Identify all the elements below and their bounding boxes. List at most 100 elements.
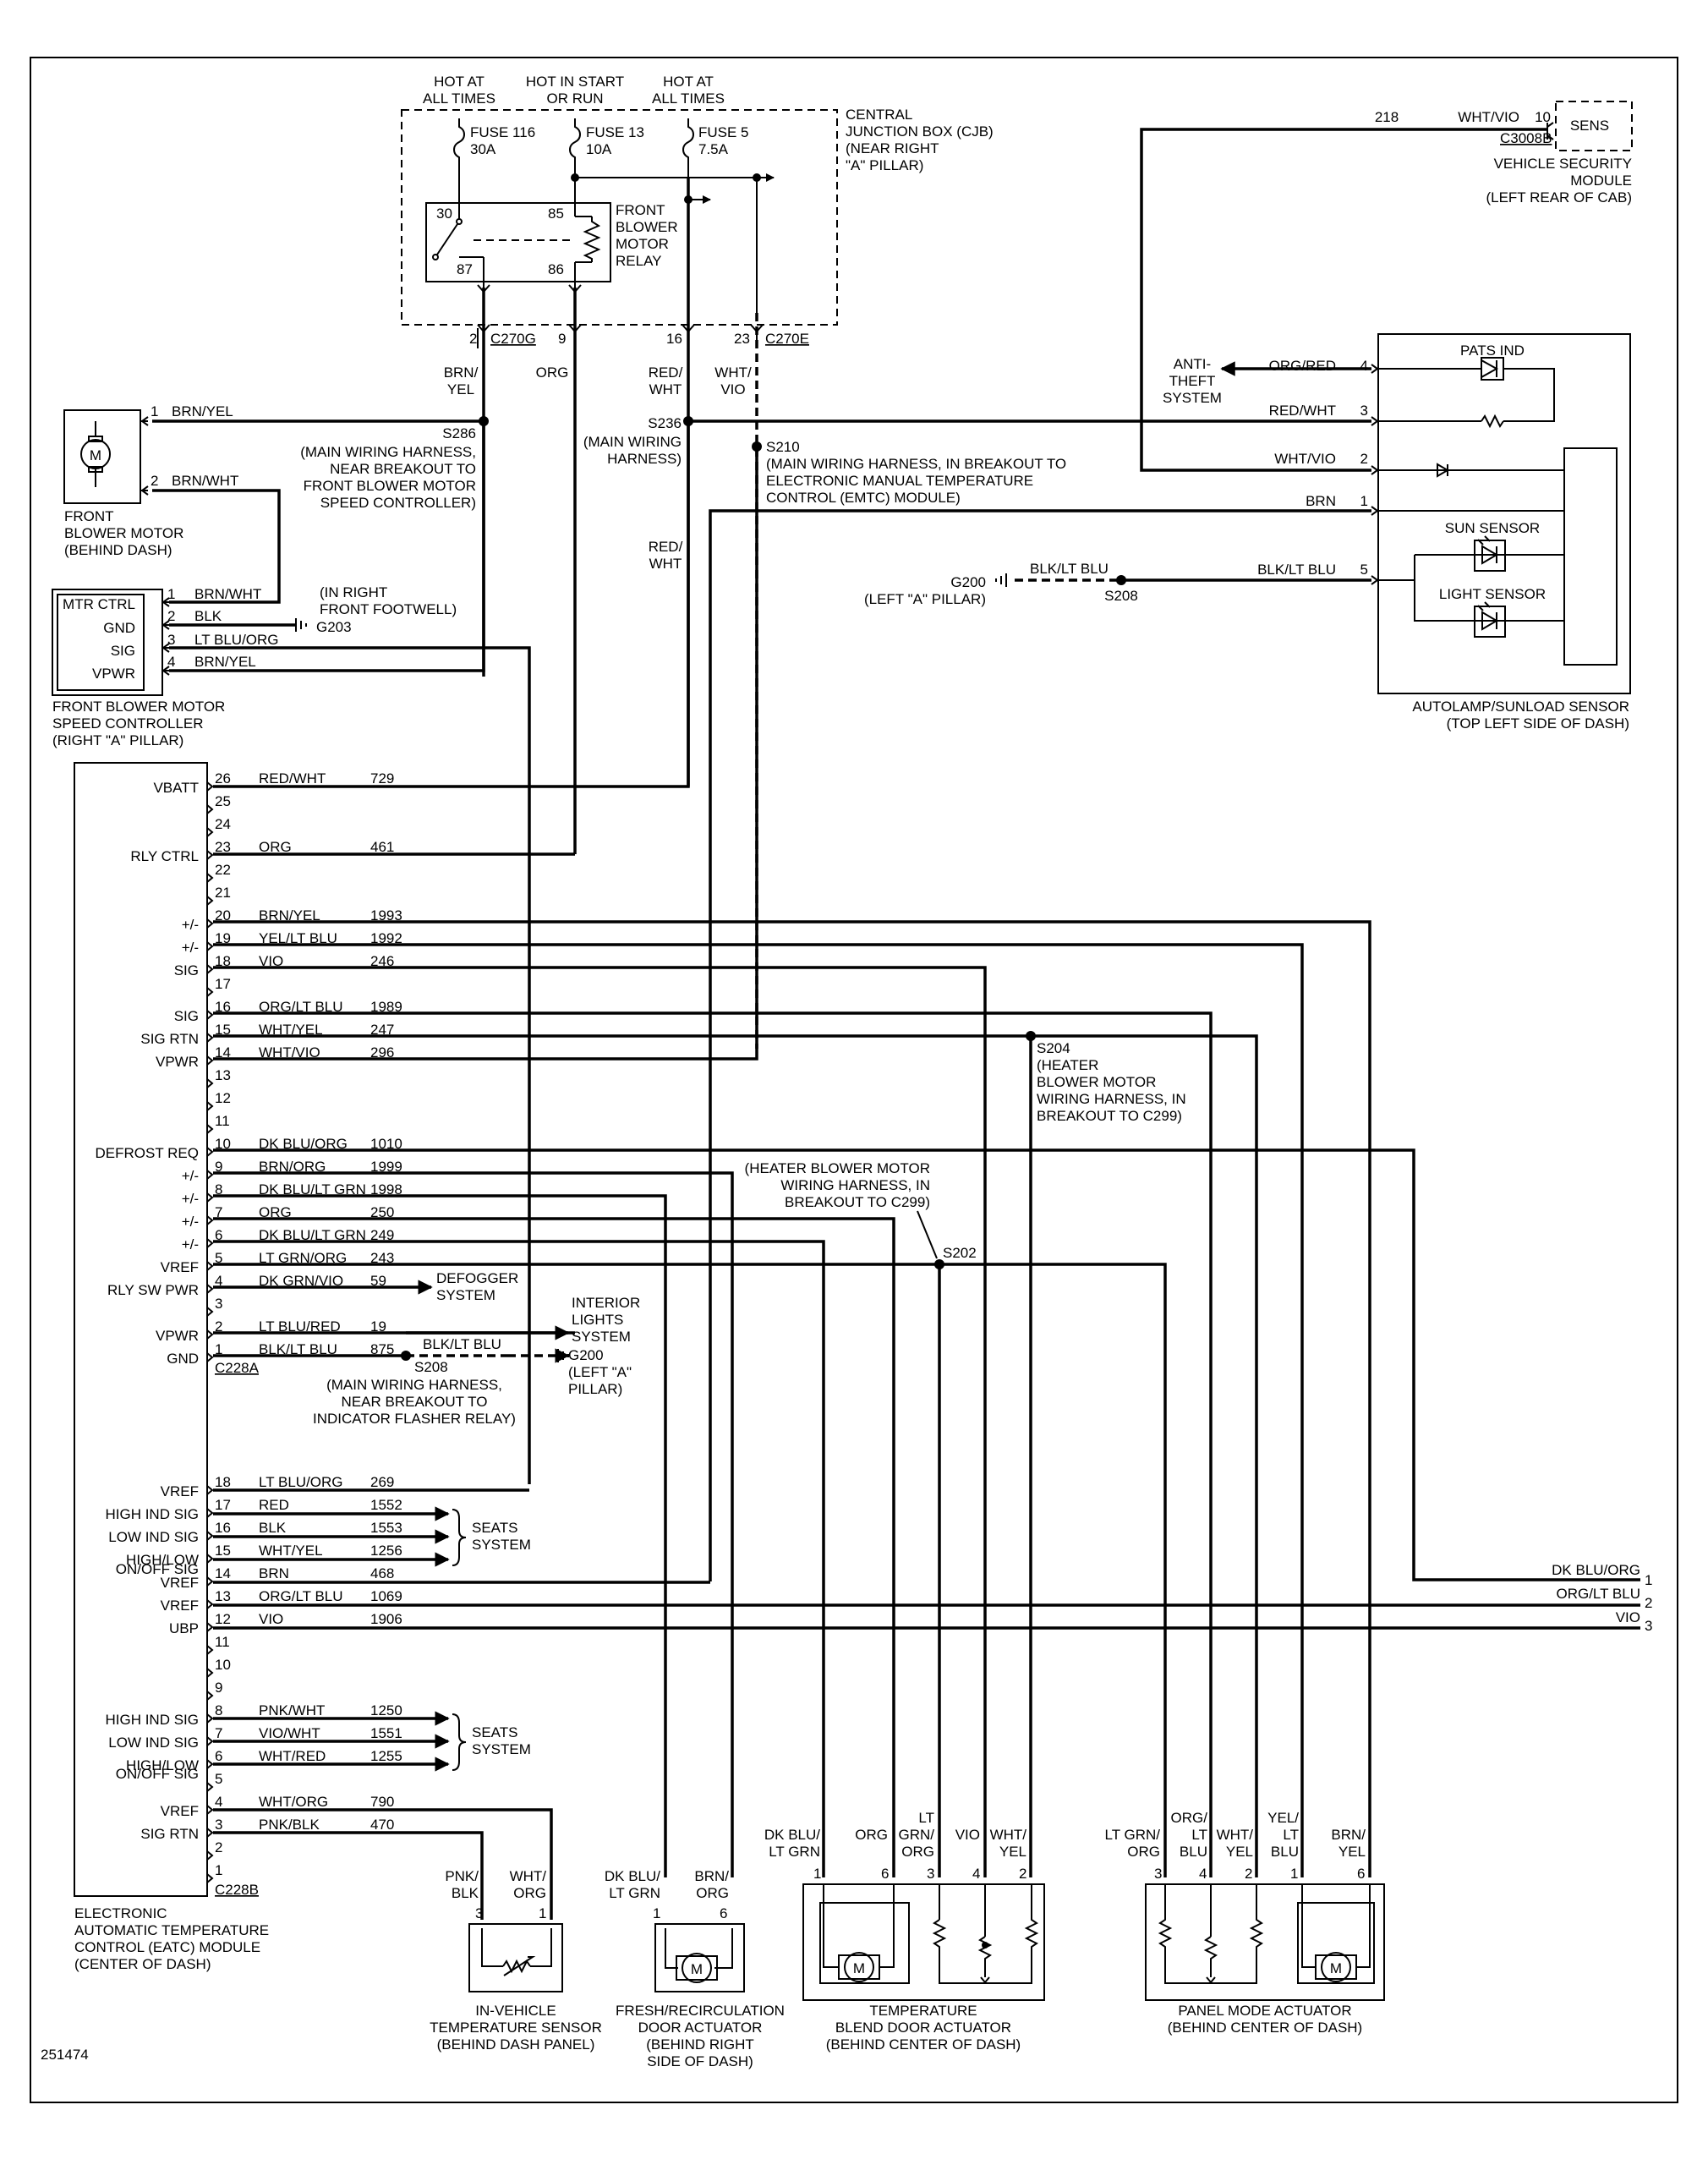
eatc-pin-row: 12 [206,1090,231,1111]
eatc-wire-color: BRN/YEL [259,907,320,924]
eatc-pin-row: 17 [206,976,231,997]
pm-pin-3: 3 [1154,1866,1162,1882]
s208-desc-1: (MAIN WIRING HARNESS, [326,1377,502,1393]
eatc-circuit-number: 269 [370,1474,394,1490]
eatc-pin-number: 11 [215,1634,230,1650]
eatc-pin-number: 23 [215,839,231,855]
eatc-wire-color: ORG/LT BLU [259,999,343,1015]
s202-desc-3: BREAKOUT TO C299) [785,1194,930,1210]
eatc-pin-number: 7 [215,1725,222,1741]
vsm-label-1: VEHICLE SECURITY [1494,156,1632,172]
eatc-pin-name: LOW IND SIG [108,1529,199,1545]
rc-pin-1: 1 [1645,1572,1652,1588]
fr-label-1: FRESH/RECIRCULATION [616,2003,785,2019]
s286-desc-2: NEAR BREAKOUT TO [330,461,476,477]
front-blower-motor-relay [425,202,611,282]
onoff-sig-2: ON/OFF SIG [116,1766,199,1782]
sc-pin-3: 3 [167,632,175,648]
sc-wire-4: BRN/YEL [194,654,256,670]
eatc-pin-number: 22 [215,862,231,878]
temperature-blend-door-actuator: M 1 6 3 4 2 DK BLU/ LT GRN ORG LT GRN/ O… [764,1810,1045,2053]
eatc-pin-name: RLY SW PWR [107,1282,199,1298]
eatc-pin-number: 1 [215,1862,222,1878]
s202-desc-1: (HEATER BLOWER MOTOR [745,1160,930,1176]
eatc-wire-color: ORG/LT BLU [259,1588,343,1604]
eatc-circuit-number: 247 [370,1022,394,1038]
document-number: 251474 [41,2047,89,2063]
eatc-pin-number: 3 [215,1296,222,1312]
eatc-pin-number: 16 [215,999,231,1015]
relay-pin-86: 86 [548,261,564,277]
g200-upper-label: G200 [950,574,986,590]
cjb-header-1b: ALL TIMES [423,90,495,107]
eatc-circuit-number: 1010 [370,1136,402,1152]
eatc-wire-color: RED [259,1497,289,1513]
vsm-pin: 10 [1535,109,1551,125]
eatc-pin-number: 5 [215,1250,222,1266]
eatc-circuit-number: 1552 [370,1497,402,1513]
bl-pin-2: 2 [1019,1866,1026,1882]
eatc-pin-number: 24 [215,816,231,832]
diagram-border [30,57,1678,2103]
fr-wire-6b: ORG [696,1885,729,1901]
s286-desc-1: (MAIN WIRING HARNESS, [300,444,476,460]
motor-symbol-4: M [1330,1960,1342,1976]
eatc-pin-number: 9 [215,1159,222,1175]
autolamp-label-2: (TOP LEFT SIDE OF DASH) [1447,715,1629,732]
pm-wire-6a: BRN/ [1331,1827,1366,1843]
s202-label: S202 [943,1245,977,1261]
fr-pin-6: 6 [720,1905,727,1921]
fr-label-4: SIDE OF DASH) [647,2053,753,2069]
motor-symbol-1: M [90,447,101,463]
interior-lights-1: INTERIOR [572,1295,640,1311]
ivt-label-2: TEMPERATURE SENSOR [430,2020,602,2036]
eatc-wire-color: VIO [259,1611,283,1627]
vehicle-security-module: SENS 10 WHT/VIO 218 C3008B VEHICLE SECUR… [1375,101,1633,206]
g200-lower-1: G200 [568,1347,604,1363]
sc-label-3: (RIGHT "A" PILLAR) [52,732,183,748]
cjb-pin-16: 16 [666,331,682,347]
eatc-pin-name: +/- [182,940,199,956]
eatc-pin-row: 13 [206,1067,231,1088]
cjb-header-2b: OR RUN [546,90,603,107]
seats-lower-2: SYSTEM [472,1741,531,1757]
eatc-pin-name: RLY CTRL [130,848,199,864]
splice-s202 [934,1259,944,1269]
eatc-pin-row: 3 [206,1296,222,1317]
g203-desc-2: FRONT FOOTWELL) [320,601,457,617]
ivt-wire-3a: PNK/ [445,1868,479,1884]
light-sensor-label: LIGHT SENSOR [1439,586,1546,602]
eatc-circuit-number: 249 [370,1227,394,1243]
wire-org: ORG [536,364,569,381]
eatc-wire-color: DK BLU/LT GRN [259,1181,366,1198]
ground-g203-icon [295,618,307,632]
eatc-pin-number: 12 [215,1611,231,1627]
g200-upper-wire: BLK/LT BLU [1030,561,1109,577]
interior-lights-2: LIGHTS [572,1312,623,1328]
fbm-pin-2: 2 [151,473,158,489]
fbm-wire-2: BRN/WHT [172,473,238,489]
eatc-pin-number: 7 [215,1204,222,1220]
eatc-circuit-number: 19 [370,1318,386,1335]
s208-lower-label: S208 [414,1359,448,1375]
s208-desc-3: INDICATOR FLASHER RELAY) [313,1411,516,1427]
relay-pin-85: 85 [548,206,564,222]
s236-desc-1: (MAIN WIRING [583,434,682,450]
eatc-wire-color: WHT/ORG [259,1794,328,1810]
eatc-pin-number: 4 [215,1794,222,1810]
bl-wire-1b: LT GRN [769,1844,820,1860]
cjb-title-4: "A" PILLAR) [846,157,923,173]
cjb-header-3b: ALL TIMES [652,90,725,107]
pats-ind-label: PATS IND [1460,343,1525,359]
sc-wire-3: LT BLU/ORG [194,632,279,648]
pm-wire-3b: ORG [1127,1844,1160,1860]
